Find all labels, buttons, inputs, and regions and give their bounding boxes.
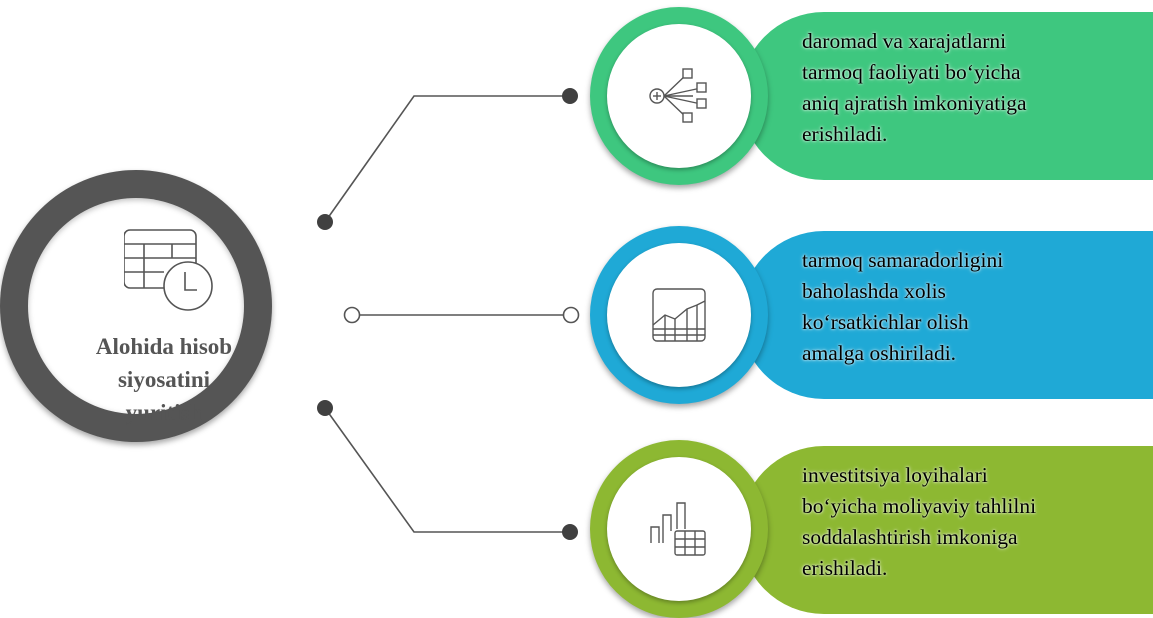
item-ring-2 (590, 226, 768, 404)
connector-open-dot (343, 306, 361, 324)
item-card-1: daromad va xarajatlarni tarmoq faoliyati… (740, 12, 1153, 180)
item-ring-1 (590, 7, 768, 185)
item-text-1: daromad va xarajatlarni tarmoq faoliyati… (802, 29, 1027, 146)
item-card-3: investitsiya loyihalari bo‘yicha moliyav… (740, 446, 1153, 614)
bar-chart-table-icon (650, 502, 706, 556)
table-clock-icon (124, 229, 213, 311)
item-text-2: tarmoq samaradorligini baholashda xolis … (802, 248, 1004, 365)
item-ring-inner-3 (607, 457, 751, 601)
connector-bottom (324, 407, 570, 533)
network-nodes-icon (649, 68, 707, 123)
central-hub-inner: Alohida hisob siyosatini yuritish (28, 198, 244, 425)
item-ring-inner-2 (607, 243, 751, 387)
item-text-3: investitsiya loyihalari bo‘yicha moliyav… (802, 463, 1037, 580)
connector-open-dot (562, 306, 580, 324)
connector-dot (562, 524, 578, 540)
item-ring-3 (590, 440, 768, 618)
connector-dot (317, 400, 333, 416)
item-ring-inner-1 (607, 24, 751, 168)
connector-dot (317, 214, 333, 230)
connector-top (324, 95, 570, 223)
connector-dot (562, 88, 578, 104)
central-title: Alohida hisob siyosatini yuritish (95, 334, 233, 425)
central-hub: Alohida hisob siyosatini yuritish (0, 170, 272, 442)
area-chart-table-icon (652, 288, 706, 342)
item-card-2: tarmoq samaradorligini baholashda xolis … (740, 231, 1153, 399)
